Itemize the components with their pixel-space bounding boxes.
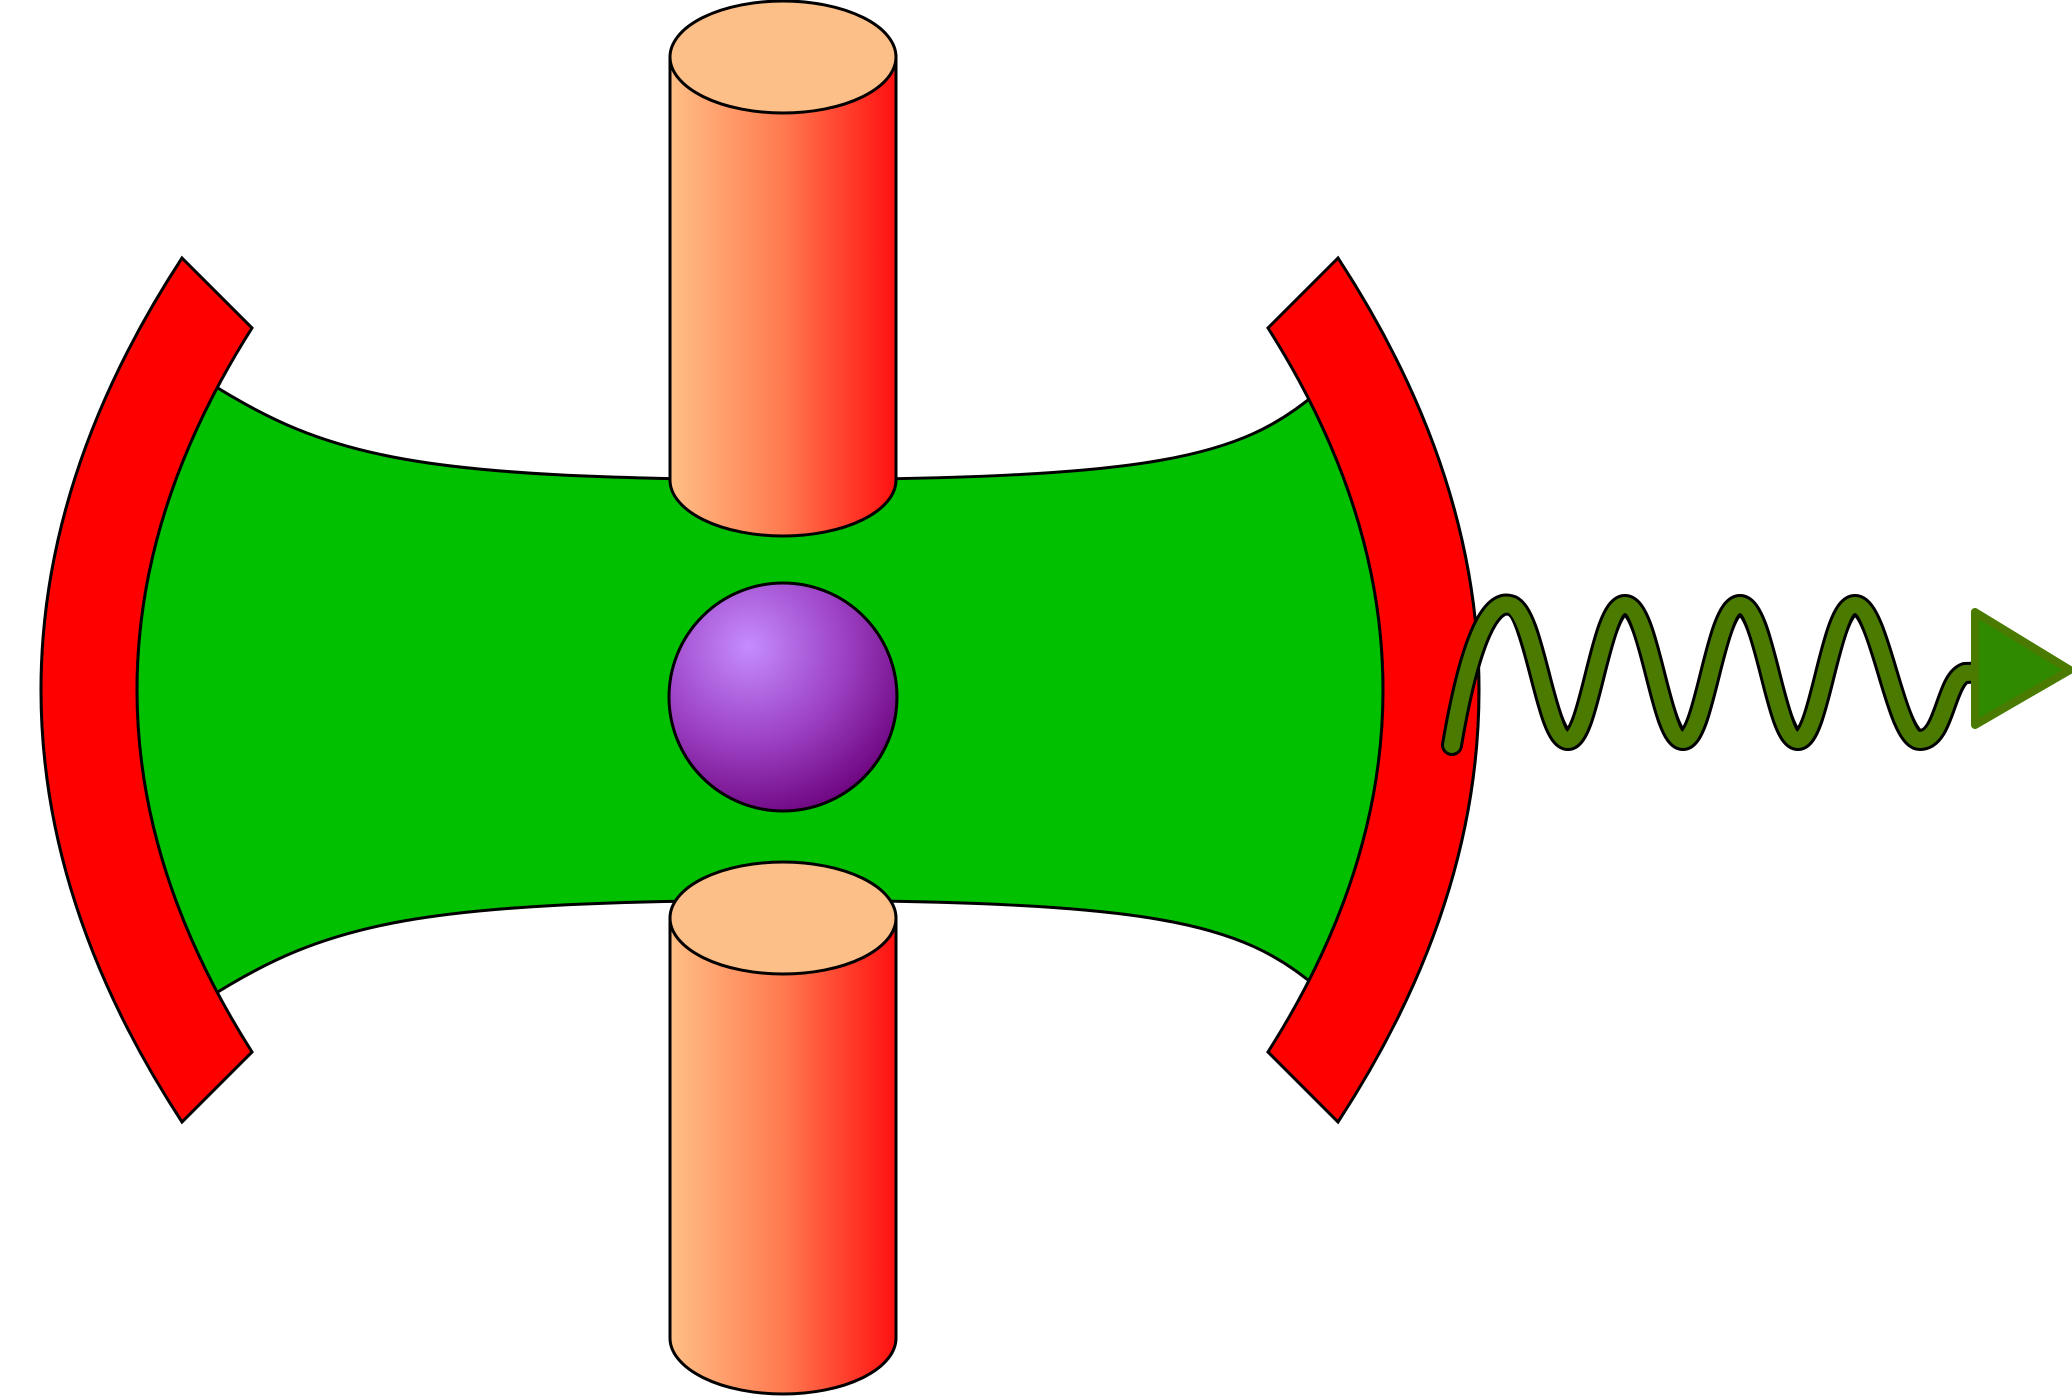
electrode-bottom — [668, 860, 898, 1396]
photon-wave-fill — [1444, 596, 2000, 753]
electrode-bottom-cap — [668, 860, 898, 976]
ion-sphere — [667, 581, 899, 813]
electrode-top-body — [668, 55, 898, 538]
electrode-top — [668, 0, 898, 538]
photon-arrowhead — [1971, 608, 2072, 729]
electrode-top-cap — [668, 0, 898, 115]
photon-arrow — [1441, 593, 2072, 756]
mirror-left — [39, 255, 254, 1125]
mirror-right — [1266, 255, 1481, 1125]
electrode-bottom-body — [668, 916, 898, 1396]
